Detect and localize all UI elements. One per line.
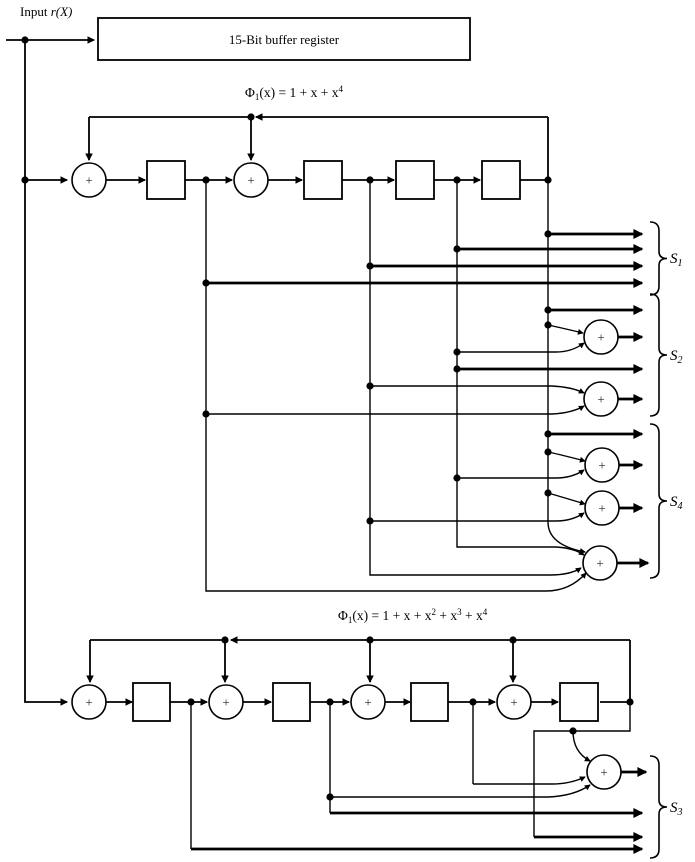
xor-plus-symbol: + <box>247 173 254 188</box>
register-cell <box>146 160 186 200</box>
s1-label: S1 <box>670 251 683 269</box>
top-polynomial-label: Φ1(x) = 1 + x + x4 <box>245 84 343 102</box>
s4-brace <box>649 423 668 579</box>
bottom-lfsr-plain-wires <box>90 639 631 703</box>
xor-plus-symbol: + <box>510 695 517 710</box>
syndrome-s4-group: + + + S4 <box>366 423 683 581</box>
xor-plus-symbol: + <box>85 695 92 710</box>
syndrome-s2-group: + + S2 <box>202 293 683 418</box>
xor-gate <box>583 319 619 355</box>
junction-dot <box>453 365 461 373</box>
xor-gate <box>586 754 622 790</box>
junction-dot <box>453 474 461 482</box>
s3-xor-input-top <box>572 730 591 762</box>
register-cell <box>132 682 171 722</box>
junction-dot <box>544 448 552 456</box>
buffer-register-box <box>97 17 471 61</box>
junction-dot <box>453 348 461 356</box>
buffer-register-label: 15-Bit buffer register <box>229 32 340 47</box>
junction-dot <box>21 176 29 184</box>
input-main-vertical-wire <box>24 40 69 706</box>
s4-xor2-input <box>547 492 586 506</box>
s3-label: S3 <box>670 800 683 818</box>
syndrome-s1-group: S1 <box>202 221 683 296</box>
xor-plus-symbol: + <box>85 173 92 188</box>
junction-dot <box>366 636 374 644</box>
xor-plus-symbol: + <box>597 392 604 407</box>
s3-xor-input-mid <box>473 776 586 785</box>
junction-dot <box>544 230 552 238</box>
syndrome-s3-group: + S3 <box>190 702 683 859</box>
s2-xor2-input <box>206 405 585 415</box>
buffer-register: 15-Bit buffer register <box>97 17 471 61</box>
junction-dot <box>366 262 374 270</box>
register-cell <box>303 160 343 200</box>
junction-dot <box>247 113 255 121</box>
s1-brace <box>649 221 668 296</box>
top-lfsr-plain-wires <box>89 116 549 181</box>
s2-xor1-input <box>547 324 584 335</box>
xor-plus-symbol: + <box>597 330 604 345</box>
top-lfsr: + + <box>71 113 552 200</box>
s2-xor1-input <box>457 342 585 353</box>
s2-brace <box>649 293 668 417</box>
xor-plus-symbol: + <box>222 695 229 710</box>
tap-line-stage3 <box>456 180 585 556</box>
s3-xor-input-bottom <box>330 784 591 798</box>
register-cell <box>410 682 449 722</box>
bottom-polynomial-label: Φ1(x) = 1 + x + x2 + x3 + x4 <box>338 607 488 625</box>
junction-dot <box>366 517 374 525</box>
junction-dot <box>544 306 552 314</box>
junction-dot <box>366 382 374 390</box>
s4-xor2-input <box>370 512 585 522</box>
bottom-lfsr: + + + + <box>71 636 634 722</box>
xor-gate <box>584 447 620 483</box>
tap-line-stage1 <box>205 180 587 592</box>
xor-plus-symbol: + <box>600 765 607 780</box>
xor-gate <box>208 684 244 720</box>
s2-label: S2 <box>670 348 683 366</box>
xor-gate <box>350 684 386 720</box>
xor-gate <box>584 490 620 526</box>
junction-dot <box>544 321 552 329</box>
xor-plus-symbol: + <box>598 458 605 473</box>
tap-line-stage2 <box>369 180 582 576</box>
junction-dot <box>221 636 229 644</box>
junction-dot <box>21 36 29 44</box>
s4-xor1-input <box>547 451 586 463</box>
s4-xor1-input <box>457 469 585 479</box>
junction-dot <box>326 793 334 801</box>
s2-xor2-input <box>370 385 585 394</box>
junction-dot <box>569 727 577 735</box>
xor-gate <box>582 545 618 581</box>
tap-line-stage4 <box>547 180 586 554</box>
register-cell <box>395 160 435 200</box>
input-label: Input r(X) <box>20 4 72 19</box>
xor-gate <box>233 162 269 198</box>
top-lfsr-tap-lines <box>205 180 587 592</box>
s3-brace <box>649 755 668 859</box>
register-cell <box>559 682 599 722</box>
xor-gate <box>71 162 107 198</box>
xor-plus-symbol: + <box>596 556 603 571</box>
xor-plus-symbol: + <box>364 695 371 710</box>
xor-gate <box>496 684 532 720</box>
junction-dot <box>509 636 517 644</box>
junction-dot <box>202 410 210 418</box>
register-cell <box>481 160 521 200</box>
xor-gate <box>71 684 107 720</box>
xor-plus-symbol: + <box>598 501 605 516</box>
input-section: Input r(X) <box>6 4 96 706</box>
junction-dot <box>544 489 552 497</box>
junction-dot <box>202 279 210 287</box>
s4-label: S4 <box>670 494 683 512</box>
junction-dot <box>453 245 461 253</box>
junction-dot <box>544 430 552 438</box>
register-cell <box>272 682 311 722</box>
xor-gate <box>583 381 619 417</box>
